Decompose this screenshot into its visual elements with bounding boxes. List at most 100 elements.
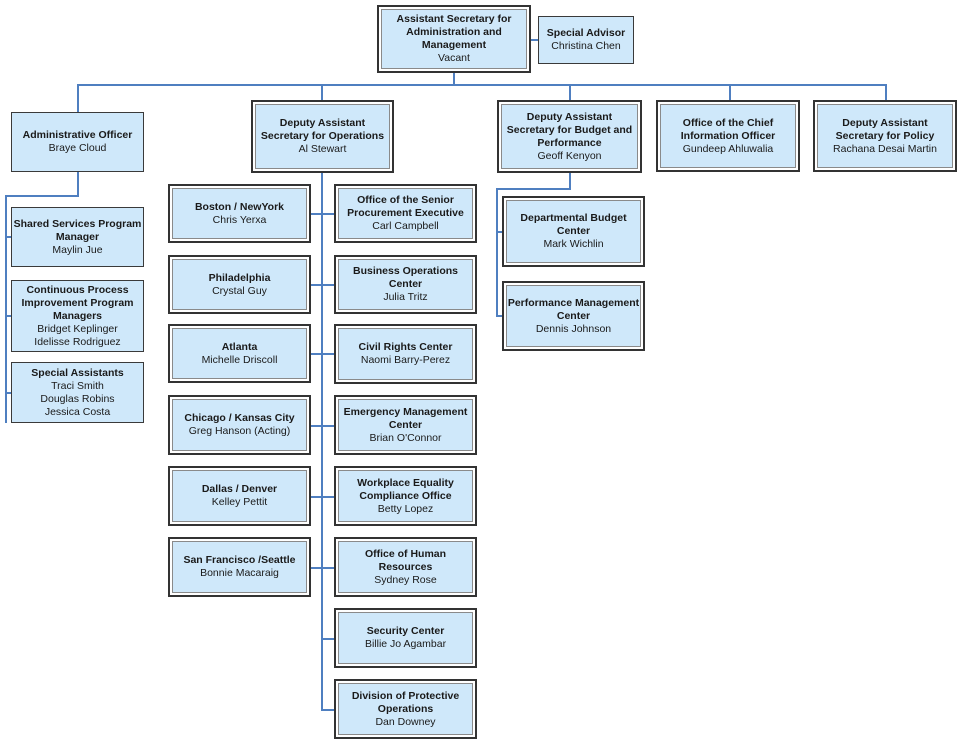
org-box-assistant-secretary: Assistant Secretary for Administration a…: [377, 5, 531, 73]
connector-line: [321, 173, 323, 710]
connector-line: [885, 84, 887, 100]
org-box-administrative-officer: Administrative Officer Braye Cloud: [11, 112, 144, 172]
org-box-region-philadelphia: Philadelphia Crystal Guy: [168, 255, 311, 314]
connector-line: [321, 638, 334, 640]
org-box-senior-procurement: Office of the Senior Procurement Executi…: [334, 184, 477, 243]
connector-line: [5, 195, 7, 423]
box-person: Rachana Desai Martin: [833, 142, 937, 155]
box-title: Emergency Management Center: [343, 405, 468, 431]
box-person: Kelley Pettit: [211, 496, 268, 508]
box-person: Traci Smith: [51, 379, 104, 392]
box-person: Maylin Jue: [52, 243, 103, 256]
org-box-civil-rights: Civil Rights Center Naomi Barry-Perez: [334, 324, 477, 384]
org-box-security-center: Security Center Billie Jo Agambar: [334, 608, 477, 668]
connector-line: [531, 39, 538, 41]
box-title: Assistant Secretary for Administration a…: [396, 13, 512, 51]
connector-line: [311, 567, 334, 569]
box-title: Dallas / Denver: [201, 483, 278, 495]
box-person: Dan Downey: [375, 715, 436, 728]
connector-line: [569, 84, 571, 100]
connector-line: [569, 173, 571, 189]
connector-line: [311, 353, 334, 355]
box-title: Deputy Assistant Secretary for Operation…: [260, 117, 385, 142]
box-person: Betty Lopez: [377, 502, 434, 515]
box-person: Carl Campbell: [372, 220, 439, 232]
box-person: Gundeep Ahluwalia: [682, 142, 774, 155]
connector-line: [5, 195, 79, 197]
connector-line: [496, 231, 502, 233]
box-title: Deputy Assistant Secretary for Budget an…: [506, 110, 633, 149]
box-title: Business Operations Center: [352, 265, 459, 290]
box-title: Civil Rights Center: [358, 341, 453, 353]
box-person: Billie Jo Agambar: [364, 638, 447, 650]
connector-line: [496, 188, 571, 190]
box-person: Idelisse Rodriguez: [34, 335, 121, 348]
box-title: Special Advisor: [546, 27, 626, 39]
box-title: Boston / NewYork: [194, 200, 285, 213]
org-box-business-operations: Business Operations Center Julia Tritz: [334, 255, 477, 314]
box-title: Atlanta: [221, 340, 258, 353]
box-person: Crystal Guy: [212, 284, 267, 297]
box-title: Chicago / Kansas City: [184, 412, 295, 424]
box-title: Office of the Chief Information Officer: [680, 116, 776, 142]
org-box-das-operations: Deputy Assistant Secretary for Operation…: [251, 100, 394, 173]
box-title: Continuous Process Improvement Program M…: [21, 283, 134, 322]
org-box-protective-operations: Division of Protective Operations Dan Do…: [334, 679, 477, 739]
org-box-shared-services: Shared Services Program Manager Maylin J…: [11, 207, 144, 267]
box-person: Greg Hanson (Acting): [188, 425, 291, 437]
connector-line: [496, 188, 498, 316]
box-title: Division of Protective Operations: [351, 689, 460, 715]
org-box-das-policy: Deputy Assistant Secretary for Policy Ra…: [813, 100, 957, 172]
connector-line: [5, 236, 11, 238]
connector-line: [311, 284, 334, 286]
connector-line: [77, 84, 887, 86]
box-title: Performance Management Center: [507, 296, 640, 322]
org-box-region-atlanta: Atlanta Michelle Driscoll: [168, 324, 311, 383]
box-person: Vacant: [438, 52, 470, 64]
box-title: Office of the Senior Procurement Executi…: [347, 194, 464, 219]
box-title: Workplace Equality Compliance Office: [357, 476, 454, 502]
org-box-region-chicago-kansas-city: Chicago / Kansas City Greg Hanson (Actin…: [168, 395, 311, 455]
org-box-departmental-budget: Departmental Budget Center Mark Wichlin: [502, 196, 645, 267]
connector-line: [453, 73, 455, 86]
connector-line: [729, 84, 731, 100]
box-person: Braye Cloud: [48, 142, 107, 154]
box-title: Deputy Assistant Secretary for Policy: [835, 116, 935, 142]
org-box-region-sanfrancisco-seattle: San Francisco /Seattle Bonnie Macaraig: [168, 537, 311, 597]
connector-line: [5, 392, 11, 394]
box-title: Security Center: [366, 625, 445, 637]
box-person: Bonnie Macaraig: [200, 567, 279, 579]
org-box-special-advisor: Special Advisor Christina Chen: [538, 16, 634, 64]
connector-line: [321, 84, 323, 100]
box-person: Geoff Kenyon: [537, 149, 602, 162]
box-person: Christina Chen: [551, 40, 621, 52]
box-person: Naomi Barry-Perez: [360, 354, 451, 366]
org-box-workplace-equality: Workplace Equality Compliance Office Bet…: [334, 466, 477, 526]
connector-line: [311, 425, 334, 427]
box-title: Office of Human Resources: [364, 547, 447, 573]
box-title: San Francisco /Seattle: [183, 554, 296, 566]
box-person: Dennis Johnson: [535, 322, 612, 335]
box-person: Douglas Robins: [40, 392, 115, 405]
connector-line: [77, 172, 79, 196]
box-person: Al Stewart: [298, 143, 347, 155]
org-box-region-dallas-denver: Dallas / Denver Kelley Pettit: [168, 466, 311, 526]
box-person: Julia Tritz: [383, 291, 428, 303]
org-box-performance-management: Performance Management Center Dennis Joh…: [502, 281, 645, 351]
box-title: Shared Services Program Manager: [13, 217, 142, 243]
box-person: Bridget Keplinger: [37, 322, 118, 335]
org-box-das-budget: Deputy Assistant Secretary for Budget an…: [497, 100, 642, 173]
org-box-continuous-process: Continuous Process Improvement Program M…: [11, 280, 144, 352]
connector-line: [5, 315, 11, 317]
connector-line: [321, 709, 334, 711]
box-person: Michelle Driscoll: [201, 353, 278, 366]
box-title: Administrative Officer: [22, 129, 133, 141]
box-person: Chris Yerxa: [212, 213, 267, 226]
box-title: Departmental Budget Center: [520, 212, 627, 237]
org-box-special-assistants: Special Assistants Traci Smith Douglas R…: [11, 362, 144, 423]
box-person: Sydney Rose: [374, 573, 437, 586]
org-box-region-boston-newyork: Boston / NewYork Chris Yerxa: [168, 184, 311, 243]
connector-line: [496, 315, 502, 317]
org-box-cio: Office of the Chief Information Officer …: [656, 100, 800, 172]
